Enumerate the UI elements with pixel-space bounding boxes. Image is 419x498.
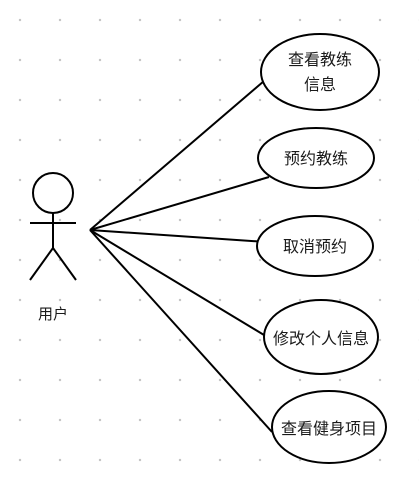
association-line-view-coach-info bbox=[89, 80, 265, 231]
use-case-label-view-fitness-items[interactable]: 查看健身项目 bbox=[280, 418, 377, 438]
actor-label: 用户 bbox=[37, 305, 68, 323]
use-case-label-view-coach-info[interactable]: 查看教练信息 bbox=[287, 50, 352, 94]
use-case-shapes bbox=[256, 33, 387, 464]
use-case-ellipse-view-coach-info[interactable] bbox=[260, 33, 380, 111]
actor-head bbox=[32, 172, 74, 214]
use-case-label-cancel-booking[interactable]: 取消预约 bbox=[282, 236, 347, 256]
use-case-label-edit-personal-info[interactable]: 修改个人信息 bbox=[272, 328, 369, 348]
use-case-ellipse-view-fitness-items[interactable] bbox=[271, 390, 387, 464]
actor-right-leg bbox=[52, 247, 77, 281]
actor-left-leg bbox=[29, 247, 54, 281]
association-line-edit-personal-info bbox=[89, 229, 265, 336]
actor-figure[interactable] bbox=[29, 172, 77, 281]
use-case-ellipse-book-coach[interactable] bbox=[257, 127, 375, 189]
use-case-ellipse-cancel-booking[interactable] bbox=[256, 215, 374, 277]
association-line-view-fitness-items bbox=[89, 229, 273, 433]
use-case-ellipse-edit-personal-info[interactable] bbox=[263, 299, 379, 375]
use-case-label-book-coach[interactable]: 预约教练 bbox=[283, 148, 348, 168]
associations bbox=[89, 80, 273, 433]
association-line-cancel-booking bbox=[89, 229, 267, 243]
association-line-book-coach bbox=[89, 176, 270, 231]
